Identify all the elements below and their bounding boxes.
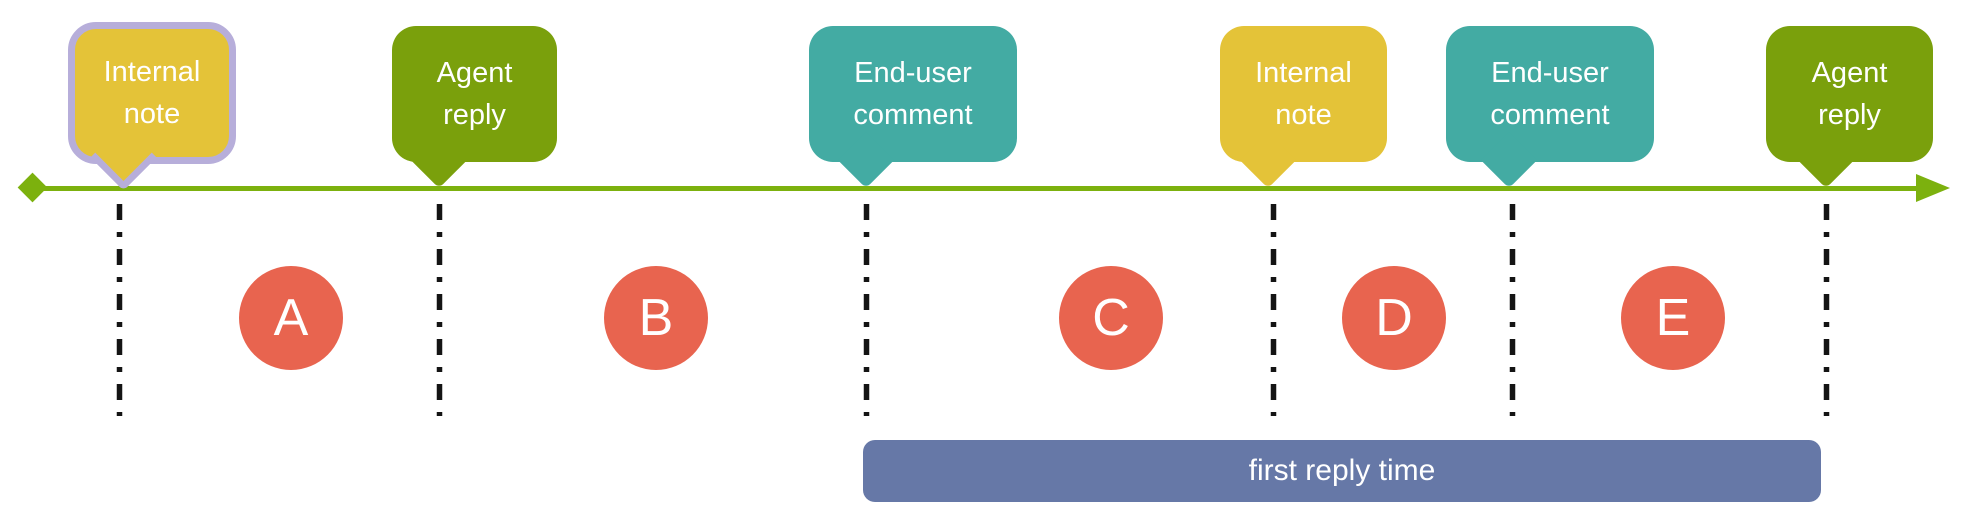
event-label: Agent reply <box>436 57 513 131</box>
interval-circle-e: E <box>1621 266 1725 370</box>
event-marker-line <box>1509 204 1516 416</box>
bubble-tail <box>1797 131 1855 189</box>
event-bubble-agent-reply-2: Agent reply <box>1766 26 1933 189</box>
event-label: End-user comment <box>853 57 973 131</box>
event-bubble-internal-note-1: Internal note <box>68 22 236 191</box>
interval-circle-c: C <box>1059 266 1163 370</box>
bubble-tail <box>1480 131 1538 189</box>
event-bubble-end-user-comment-1: End-user comment <box>809 26 1017 189</box>
interval-circle-d: D <box>1342 266 1446 370</box>
event-marker-line <box>863 204 870 416</box>
axis-arrowhead-icon <box>1916 174 1950 202</box>
axis-start-diamond-icon <box>17 172 48 203</box>
timeline-axis-line <box>30 186 1922 191</box>
interval-label: D <box>1375 289 1413 347</box>
event-marker-line <box>436 204 443 416</box>
interval-circle-b: B <box>604 266 708 370</box>
interval-label: A <box>273 289 309 347</box>
event-label: End-user comment <box>1490 57 1610 131</box>
bubble-tail <box>410 131 468 189</box>
event-marker-line <box>1270 204 1277 416</box>
bubble-tail <box>1239 131 1297 189</box>
event-marker-line <box>1823 204 1830 416</box>
first-reply-time-bar: first reply time <box>863 440 1821 502</box>
interval-label: E <box>1655 289 1691 347</box>
event-label: Internal note <box>103 56 201 130</box>
event-label: Internal note <box>1255 57 1352 131</box>
interval-circle-a: A <box>239 266 343 370</box>
event-bubble-end-user-comment-2: End-user comment <box>1446 26 1654 189</box>
duration-bar-label: first reply time <box>1248 454 1436 487</box>
interval-label: C <box>1092 289 1130 347</box>
interval-label: B <box>638 289 674 347</box>
bubble-tail <box>837 131 895 189</box>
event-label: Agent reply <box>1811 57 1888 131</box>
event-bubble-agent-reply-1: Agent reply <box>392 26 557 189</box>
event-bubble-internal-note-2: Internal note <box>1220 26 1387 189</box>
event-marker-line <box>116 204 123 416</box>
